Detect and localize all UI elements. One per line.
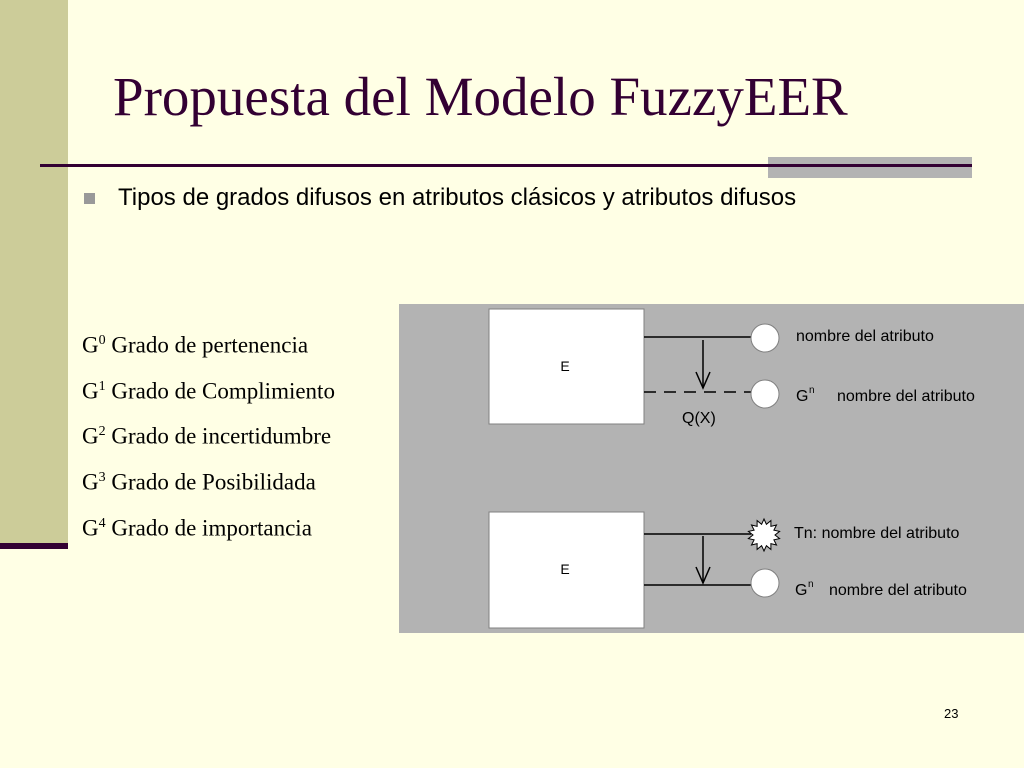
grade-index: 2 [98, 424, 106, 440]
grade-label: Grado de Complimiento [111, 378, 335, 404]
entity-box [488, 511, 645, 629]
grade-letter: G [82, 469, 99, 495]
bullet-text: Tipos de grados difusos en atributos clá… [118, 184, 797, 211]
grade-label: Grado de incertidumbre [111, 423, 332, 449]
attribute-grade-index: n [808, 579, 814, 590]
fuzzyeer-diagram: E nombre del atributo G n nombre del atr… [399, 304, 1024, 633]
diagram-top-group: E nombre del atributo G n nombre del atr… [488, 308, 975, 427]
entity-label: E [560, 561, 569, 577]
fuzzy-attribute-burst-icon [747, 517, 781, 553]
entity-label: E [560, 358, 569, 374]
grade-index: 1 [98, 378, 106, 394]
q-function-label: Q(X) [682, 410, 716, 427]
attribute-label: Tn: nombre del atributo [794, 525, 960, 542]
entity-box [488, 308, 645, 425]
grade-item: G1 Grado de Complimiento [82, 366, 335, 412]
arrow-down-icon [695, 371, 711, 390]
attribute-label: nombre del atributo [796, 328, 934, 345]
attribute-label: nombre del atributo [837, 388, 975, 405]
grade-letter: G [82, 332, 99, 358]
title-underline [40, 164, 972, 167]
left-decorative-band [0, 0, 68, 546]
grade-index: 4 [98, 515, 106, 531]
grade-letter: G [82, 423, 99, 449]
grade-index: 0 [98, 333, 106, 348]
grade-item: G0 Grado de pertenencia [82, 320, 335, 366]
grade-index: 3 [98, 469, 106, 485]
bullet-item: Tipos de grados difusos en atributos clá… [84, 184, 796, 212]
attribute-label: nombre del atributo [829, 582, 967, 599]
slide-number: 23 [944, 706, 959, 721]
attribute-grade-index: n [809, 385, 815, 396]
attribute-circle [750, 379, 780, 409]
grade-label: Grado de importancia [111, 515, 312, 541]
grade-item: G4 Grado de importancia [82, 503, 335, 549]
grade-label: Grado de pertenencia [111, 332, 309, 358]
grade-item: G3 Grado de Posibilidada [82, 457, 335, 503]
diagram-bottom-group: E Tn: nombre del atributo G n nombre del… [488, 511, 967, 629]
attribute-grade-letter: G [795, 582, 807, 599]
attribute-grade-letter: G [796, 388, 808, 405]
left-band-accent [0, 543, 68, 549]
grade-letter: G [82, 515, 99, 541]
title-underline-block [768, 157, 972, 178]
arrow-down-icon [695, 566, 711, 585]
attribute-circle [750, 568, 780, 598]
grade-label: Grado de Posibilidada [111, 469, 316, 495]
slide-title: Propuesta del Modelo FuzzyEER [113, 66, 848, 127]
grade-letter: G [82, 378, 99, 404]
grade-list: G0 Grado de pertenencia G1 Grado de Comp… [82, 320, 335, 548]
attribute-circle [750, 323, 780, 353]
grade-item: G2 Grado de incertidumbre [82, 411, 335, 457]
bullet-square-icon [84, 192, 95, 204]
